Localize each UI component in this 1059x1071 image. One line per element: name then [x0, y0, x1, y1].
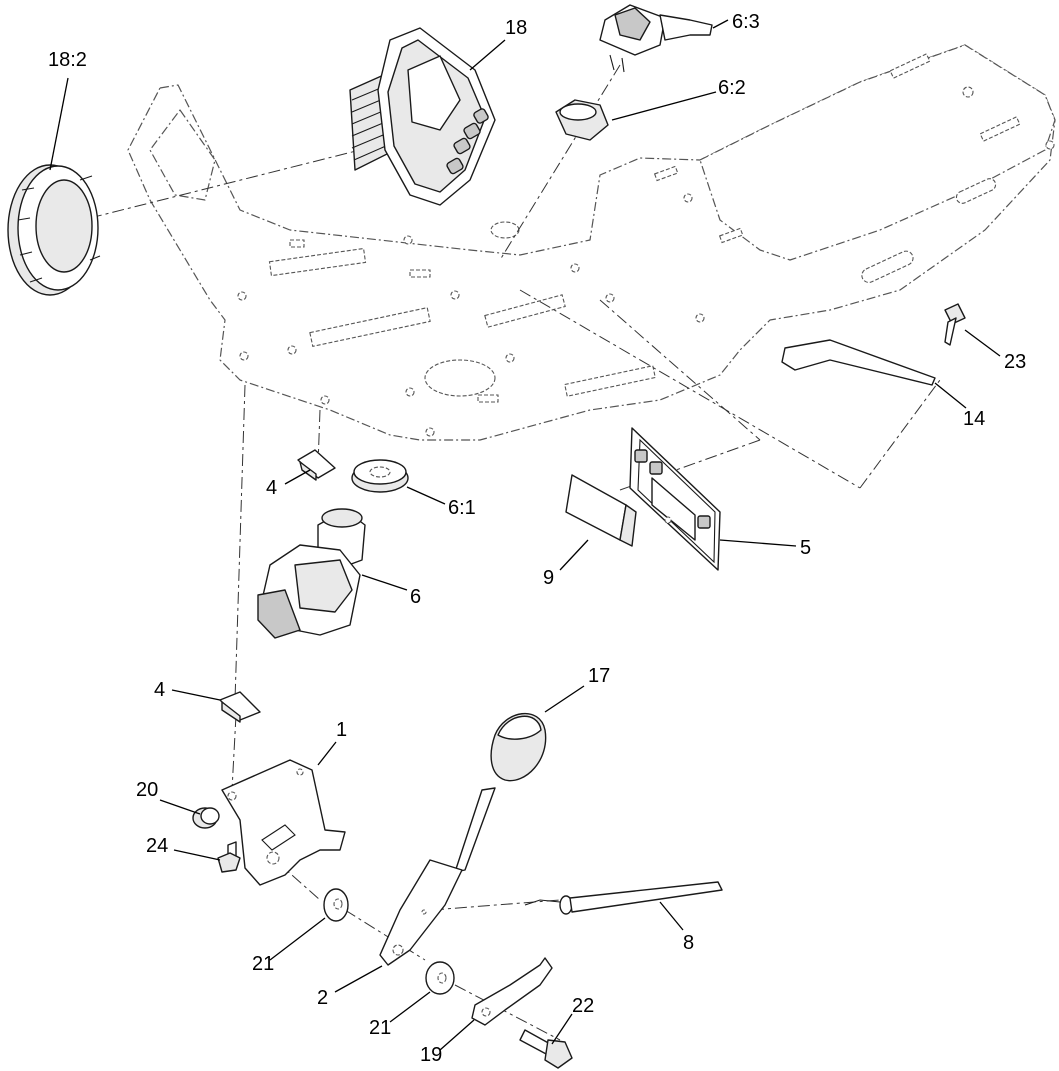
part-6-1-nut: [351, 459, 409, 493]
part-6-ignition-switch: [257, 508, 366, 639]
callout-label: 19: [420, 1044, 442, 1066]
leader-line: [334, 965, 383, 993]
callout-label: 4: [154, 679, 165, 701]
console-mounting-plate: [127, 44, 1056, 441]
part-6-3-key: [599, 4, 713, 73]
leader-line: [439, 1019, 475, 1051]
callout-label: 21: [369, 1017, 391, 1039]
callout-label: 24: [146, 835, 168, 857]
callout-label: 1: [336, 719, 347, 741]
leader-line: [551, 1013, 573, 1045]
leader-line: [284, 469, 311, 485]
leader-line: [389, 991, 431, 1023]
part-18-2-ring-nut: [7, 164, 101, 296]
part-4-lower-clip: [219, 691, 261, 723]
leader-line: [317, 741, 337, 766]
part-4-upper-clip: [297, 449, 336, 481]
part-21-upper-washer: [323, 888, 349, 922]
leader-line: [964, 329, 1001, 357]
callout-label: 9: [543, 567, 554, 589]
callout-label: 5: [800, 537, 811, 559]
part-1-lever-bracket: [221, 759, 346, 886]
callout-label: 6: [410, 586, 421, 608]
callout-label: 21: [252, 953, 274, 975]
part-9-rocker-switch: [565, 474, 637, 547]
callout-label: 17: [588, 665, 610, 687]
callout-label: 6:3: [732, 11, 760, 33]
leader-line: [469, 39, 506, 71]
part-21-lower-washer: [425, 961, 455, 995]
leader-line: [49, 77, 69, 171]
leader-line: [269, 917, 326, 961]
part-20-nut: [192, 807, 220, 829]
part-22-bolt: [519, 1029, 573, 1069]
leader-line: [719, 539, 797, 547]
callout-label: 2: [317, 987, 328, 1009]
leader-line: [934, 382, 967, 409]
leader-line: [361, 574, 408, 591]
callout-label: 6:1: [448, 497, 476, 519]
part-6-2-hex-nut: [555, 99, 609, 141]
leader-line: [173, 849, 221, 861]
leader-line: [159, 799, 201, 815]
part-2-shift-lever: [379, 787, 496, 966]
leader-line: [559, 539, 589, 571]
part-14-bracket: [781, 339, 936, 386]
callout-label: 6:2: [718, 77, 746, 99]
part-17-knob: [490, 713, 547, 782]
callout-label: 8: [683, 932, 694, 954]
part-19-spring-clip: [471, 957, 553, 1026]
assembly-lines: [89, 64, 941, 1041]
leader-line: [544, 685, 585, 713]
part-24-bolt: [217, 841, 241, 873]
part-23-screw: [944, 303, 966, 346]
callout-label: 22: [572, 995, 594, 1017]
callout-label: 14: [963, 408, 985, 430]
callout-label: 4: [266, 477, 277, 499]
leader-line: [406, 486, 446, 505]
part-5-decal-plate: [629, 427, 721, 571]
leader-line: [659, 901, 684, 931]
leader-line: [712, 19, 729, 29]
callout-label: 20: [136, 779, 158, 801]
callout-label: 18: [505, 17, 527, 39]
leader-line: [611, 91, 717, 121]
callout-label: 18:2: [48, 49, 87, 71]
callout-labels: 18:2 18 6:3 6:2 23 14 4 6:1 5 9 6 17 4 1 20 24 8 21 2 21 22 1…: [48, 11, 1026, 1066]
leader-line: [171, 689, 221, 701]
part-18-display-gauge: [349, 27, 496, 206]
callout-label: 23: [1004, 351, 1026, 373]
part-8-cable: [524, 881, 723, 915]
